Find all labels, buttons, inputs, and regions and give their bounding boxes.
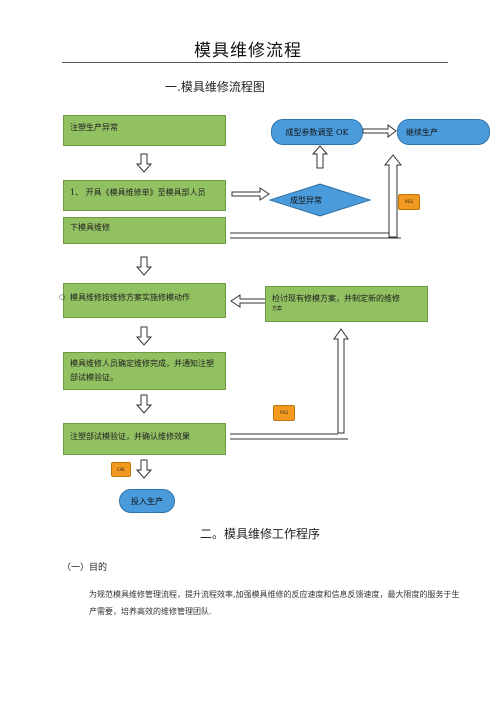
- arrow-down-2: [135, 256, 153, 276]
- pill-continue-production: 继续生产: [397, 119, 490, 145]
- box-issue-repair-form: 1、 开具《模具维修单》至模具部人员: [63, 180, 226, 211]
- arrow-down-4: [135, 394, 153, 414]
- arrow-down-5: [135, 459, 153, 479]
- arrow-right-to-diamond: [231, 187, 270, 201]
- box-trial-verify: 注塑部试模验证，并确认维修效果: [63, 423, 226, 455]
- arrow-down-1: [135, 153, 153, 173]
- pill-put-in-production: 投入生产: [119, 489, 175, 513]
- purpose-heading: （一）目的: [62, 563, 108, 573]
- arrow-down-3: [135, 326, 153, 346]
- box-injection-abnormal: 注塑生产异常: [63, 115, 226, 146]
- page-title: 模具维修流程: [194, 41, 302, 61]
- title-divider: [62, 62, 448, 63]
- arrow-up-right-column: [383, 154, 403, 238]
- box-review-plan-line1: 检讨现有修模方案，并制定新的维修: [272, 294, 400, 303]
- purpose-body: 为规范模具维修管理流程，提升流程效率,加强模具维修的反应速度和信息反馈速度，最大…: [89, 590, 460, 616]
- tag-ng-top: NG: [398, 194, 420, 210]
- arrow-up-to-param: [311, 145, 329, 169]
- arrow-right-to-continue: [362, 124, 397, 138]
- bullet-marker: ○: [59, 293, 66, 301]
- arrow-up-to-review: [333, 328, 349, 434]
- section-one-heading: 一.模具维修流程图: [165, 80, 265, 94]
- box-review-plan: 检讨现有修模方案，并制定新的维修 方案: [265, 286, 428, 322]
- box-confirm-repair: 模具维修人员确定维修完成，并通知注塑部试模验证。: [63, 352, 226, 390]
- box-review-plan-line2: 方案: [272, 306, 283, 312]
- diamond-molding-abnormal: [268, 183, 372, 217]
- tag-ng-middle: NG: [273, 405, 295, 421]
- diamond-label: 成型异常: [290, 196, 322, 205]
- section-two-heading: 二。模具维修工作程序: [200, 527, 321, 541]
- tag-ok: OK: [111, 462, 131, 477]
- box-execute-repair: 模具维修按维修方案实施修模动作: [63, 283, 226, 318]
- box-send-mold-repair: 下模具维修: [63, 217, 226, 244]
- pill-param-ok: 成型参数调至 OK: [271, 119, 363, 145]
